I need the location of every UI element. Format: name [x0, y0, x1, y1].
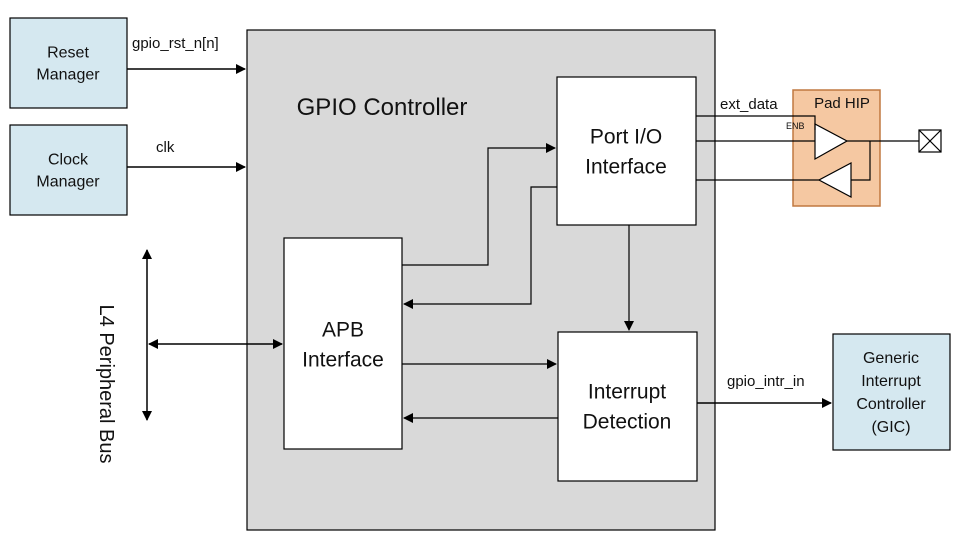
gpio-intr-in-label: gpio_intr_in: [727, 373, 805, 390]
apb-to-port-io-arrow: [402, 143, 556, 266]
clk-label: clk: [156, 139, 175, 156]
pad-loopback-wire: [851, 141, 871, 181]
interrupt-detection-block: [557, 331, 698, 482]
gic-block: [832, 333, 951, 451]
apb-interface-block: [283, 237, 403, 450]
port-io-interface-block: [556, 76, 697, 226]
enb-wire: [696, 115, 816, 130]
reset-manager-block: [9, 17, 128, 109]
ext-data-label: ext_data: [720, 96, 778, 113]
enb-label: ENB: [786, 121, 805, 131]
pad-connector-x2: [918, 129, 942, 153]
gpio-controller-label: GPIO Controller: [297, 94, 468, 121]
l4-bus-label: L4 Peripheral Bus: [95, 305, 117, 464]
pad-hip-label: Pad HIP: [814, 95, 870, 112]
port-io-to-apb-arrow: [403, 186, 557, 309]
clock-manager-block: [9, 124, 128, 216]
gpio-rst-n-label: gpio_rst_n[n]: [132, 35, 219, 52]
